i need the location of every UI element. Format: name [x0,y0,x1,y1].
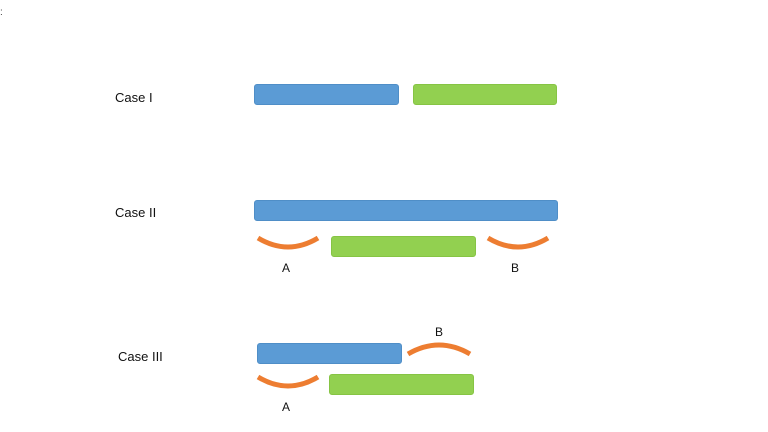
case-2-label-b: B [511,261,520,275]
case-3-arc-b [406,342,472,357]
case-1-green-bar [413,84,557,105]
case-1-label: Case I [115,90,153,105]
case-3-label-a: A [282,400,291,414]
case-1-blue-bar [254,84,399,105]
case-3-blue-bar [257,343,402,364]
case-2-blue-bar [254,200,558,221]
case-3-label-b: B [435,325,444,339]
case-3-green-bar [329,374,474,395]
case-2-green-bar [331,236,476,257]
case-2-arc-a [256,235,320,250]
case-2-label: Case II [115,205,157,220]
case-3-label: Case III [118,349,163,364]
case-2-arc-b [486,235,550,250]
case-2-label-a: A [282,261,291,275]
case-3-arc-a [256,374,320,389]
corner-mark: : [0,7,3,18]
